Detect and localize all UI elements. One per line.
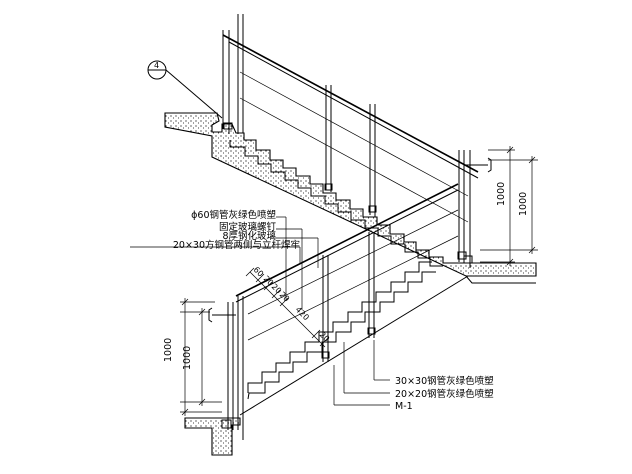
lower-dim-1000-b: 1000 — [182, 346, 193, 370]
callout-handrail-pipe: ϕ60钢管灰绿色喷塑 — [191, 209, 276, 221]
upper-dim-1000-a: 1000 — [496, 182, 507, 206]
callout-square-tube: 20×30方钢管两侧与立杆焊牢 — [173, 239, 300, 251]
lower-handrail — [208, 183, 459, 440]
detail-ref-number: 4 — [154, 61, 159, 70]
callout-m1: M-1 — [395, 401, 413, 412]
upper-dimension-lines: 1000 1000 — [480, 146, 538, 266]
lower-dim-1000-a: 1000 — [163, 338, 174, 362]
callout-30x30-pipe: 30×30钢管灰绿色喷塑 — [395, 375, 494, 387]
upper-stair-flight — [164, 112, 537, 284]
lower-stair-flight — [184, 261, 469, 456]
right-callouts: 30×30钢管灰绿色喷塑 20×20钢管灰绿色喷塑 M-1 — [333, 340, 494, 412]
lower-dimension-lines: 1000 1000 — [163, 298, 222, 416]
detail-reference-marker: 4 — [147, 60, 223, 119]
oblique-dim-0: 60 — [252, 265, 266, 279]
upper-handrail — [222, 14, 492, 268]
callout-20x20-pipe: 20×20钢管灰绿色喷塑 — [395, 388, 494, 400]
callout-tempered-glass: 8厚钢化玻璃 — [222, 230, 276, 242]
left-callouts: ϕ60钢管灰绿色喷塑 固定玻璃螺钉 8厚钢化玻璃 20×30方钢管两侧与立杆焊牢 — [130, 209, 319, 310]
callout-glass-screw: 固定玻璃螺钉 — [219, 221, 277, 233]
upper-dim-1000-b: 1000 — [518, 192, 529, 216]
